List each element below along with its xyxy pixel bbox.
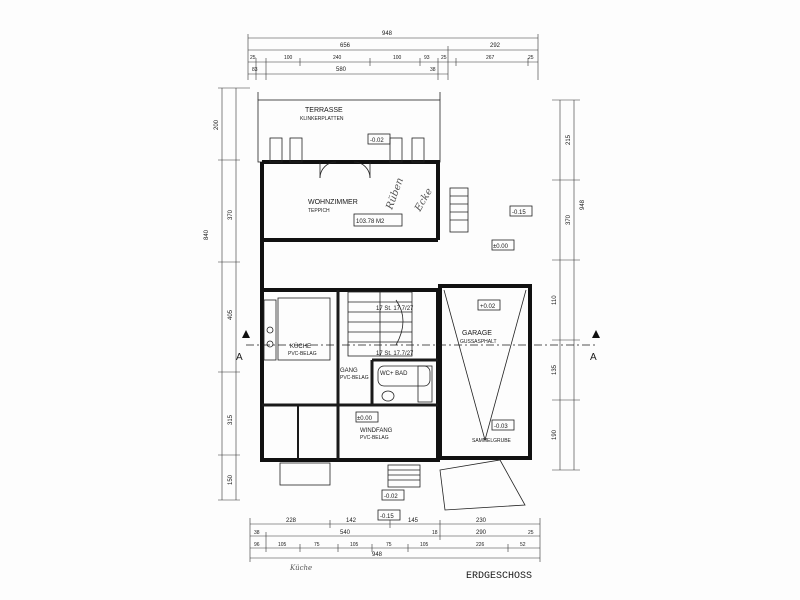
dim-right-0: 215 bbox=[566, 134, 572, 145]
dim-bottom-r3-4: 75 bbox=[386, 542, 392, 548]
dim-left-4: 150 bbox=[228, 474, 234, 485]
garage-markings bbox=[443, 187, 527, 441]
section-label-left: A bbox=[236, 352, 243, 363]
level-garage: +0.02 bbox=[480, 304, 496, 310]
dim-top-2: 292 bbox=[490, 43, 501, 49]
room-terrasse-name: TERRASSE bbox=[305, 107, 343, 114]
dim-total-top: 948 bbox=[382, 31, 393, 37]
dim-bottom-r1-0: 228 bbox=[286, 518, 297, 524]
dim-bottom-r2-4: 25 bbox=[528, 530, 534, 536]
room-kueche-name: KÜCHE bbox=[290, 343, 311, 350]
dim-bottom-r3-3: 105 bbox=[350, 542, 359, 548]
level-windfang: ±0.00 bbox=[357, 416, 373, 422]
room-labels: TERRASSE KLINKERPLATTEN WOHNZIMMER TEPPI… bbox=[288, 107, 512, 444]
dim-top-row2-2: 240 bbox=[333, 55, 342, 61]
dim-bottom-r1-2: 145 bbox=[408, 518, 419, 524]
right-dimension-lines: 215 370 110 135 190 948 bbox=[552, 99, 586, 471]
room-terrasse-sub: KLINKERPLATTEN bbox=[300, 116, 344, 122]
room-sammelgrube-name: SAMMELGRUBE bbox=[472, 438, 512, 444]
dim-bottom-r1-3: 230 bbox=[476, 518, 487, 524]
room-windfang-sub: PVC-BELAG bbox=[360, 435, 389, 441]
plan-title: ERDGESCHOSS bbox=[466, 571, 532, 582]
dim-bottom-r2-0: 38 bbox=[254, 530, 260, 536]
dim-top-row2-0: 25 bbox=[250, 55, 256, 61]
dim-right-total: 948 bbox=[580, 199, 586, 210]
level-bottom: -0.15 bbox=[380, 514, 394, 520]
top-dimension-lines: 948 656 292 25 100 240 100 93 25 267 25 … bbox=[247, 31, 539, 80]
room-gang-name: GANG bbox=[340, 368, 358, 374]
dim-right-4: 190 bbox=[552, 429, 558, 440]
dim-top-row3-1: 580 bbox=[336, 67, 347, 73]
dim-right-3: 135 bbox=[552, 364, 558, 375]
level-right-2: ±0.00 bbox=[493, 244, 509, 250]
room-garage-name: GARAGE bbox=[462, 330, 492, 337]
level-terrace: -0.02 bbox=[370, 138, 384, 144]
dim-right-2: 110 bbox=[552, 295, 558, 305]
room-kueche-sub: PVC-BELAG bbox=[288, 351, 317, 357]
inner-walls bbox=[262, 290, 438, 460]
room-garage-sub: GUSSASPHALT bbox=[460, 339, 497, 345]
dim-bottom-r3-5: 105 bbox=[420, 542, 429, 548]
bottom-dimension-lines: 228 142 145 230 38 540 18 290 25 96 105 … bbox=[249, 518, 541, 562]
room-wohnzimmer-area: 103.78 M2 bbox=[356, 219, 385, 225]
bath-fixtures bbox=[377, 365, 433, 403]
dim-top-row2-1: 100 bbox=[284, 55, 293, 61]
staircase bbox=[347, 291, 413, 357]
dim-bottom-r3-6: 226 bbox=[476, 542, 485, 548]
dim-bottom-r3-2: 75 bbox=[314, 542, 320, 548]
dim-top-row2-3: 100 bbox=[393, 55, 402, 61]
dim-left-3: 315 bbox=[228, 414, 234, 425]
level-sammelgrube: -0.03 bbox=[494, 424, 508, 430]
room-wc-bad-name: WC+ BAD bbox=[380, 371, 408, 377]
level-markers: -0.02 -0.15 ±0.00 +0.02 ±0.00 -0.03 -0.0… bbox=[355, 133, 533, 521]
dim-bottom-r2-2: 18 bbox=[432, 530, 438, 536]
dim-top-row2-7: 25 bbox=[528, 55, 534, 61]
dim-top-row2-4: 93 bbox=[424, 55, 430, 61]
left-dimension-lines: 200 370 405 315 150 840 bbox=[204, 87, 250, 501]
level-outside-right: -0.15 bbox=[512, 210, 526, 216]
dim-bottom-r3-7: 52 bbox=[520, 542, 526, 548]
outer-walls bbox=[257, 92, 532, 462]
room-windfang-name: WINDFANG bbox=[360, 428, 393, 434]
dim-top-row3-2: 38 bbox=[430, 67, 436, 73]
handnote-1: Rüben bbox=[384, 177, 406, 212]
dim-top-row2-5: 25 bbox=[441, 55, 447, 61]
terrace-windows bbox=[269, 137, 425, 179]
handnote-3: Küche bbox=[289, 564, 312, 572]
dim-top-row3-0: 83 bbox=[252, 67, 258, 73]
handnote-2: Ecke bbox=[413, 186, 436, 214]
dim-bottom-r2-3: 290 bbox=[476, 530, 487, 536]
dim-left-total: 840 bbox=[204, 229, 210, 240]
dim-bottom-total: 948 bbox=[372, 552, 383, 558]
section-line-a: A A bbox=[236, 330, 600, 363]
dim-left-1: 370 bbox=[228, 209, 234, 220]
dim-bottom-r3-1: 105 bbox=[278, 542, 287, 548]
dim-top-row2-6: 267 bbox=[486, 55, 495, 61]
room-wohnzimmer-name: WOHNZIMMER bbox=[308, 199, 358, 206]
dim-left-2: 405 bbox=[228, 309, 234, 320]
room-wohnzimmer-sub: TEPPICH bbox=[308, 208, 330, 214]
dim-bottom-r2-1: 540 bbox=[340, 530, 351, 536]
kitchen-counter bbox=[263, 297, 331, 361]
dim-left-0: 200 bbox=[214, 119, 220, 130]
dim-bottom-r1-1: 142 bbox=[346, 518, 357, 524]
dim-top-1: 656 bbox=[340, 43, 351, 49]
dim-bottom-r3-0: 96 bbox=[254, 542, 260, 548]
room-gang-sub: PVC-BELAG bbox=[340, 375, 369, 381]
stair-label-top: 17 St. 17.7/27 bbox=[376, 306, 414, 312]
section-label-right: A bbox=[590, 352, 597, 363]
entry-steps bbox=[279, 459, 526, 511]
stair-label-bottom: 17 St. 17.7/27 bbox=[376, 351, 414, 357]
level-entry: -0.02 bbox=[384, 494, 398, 500]
dim-right-1: 370 bbox=[566, 214, 572, 225]
